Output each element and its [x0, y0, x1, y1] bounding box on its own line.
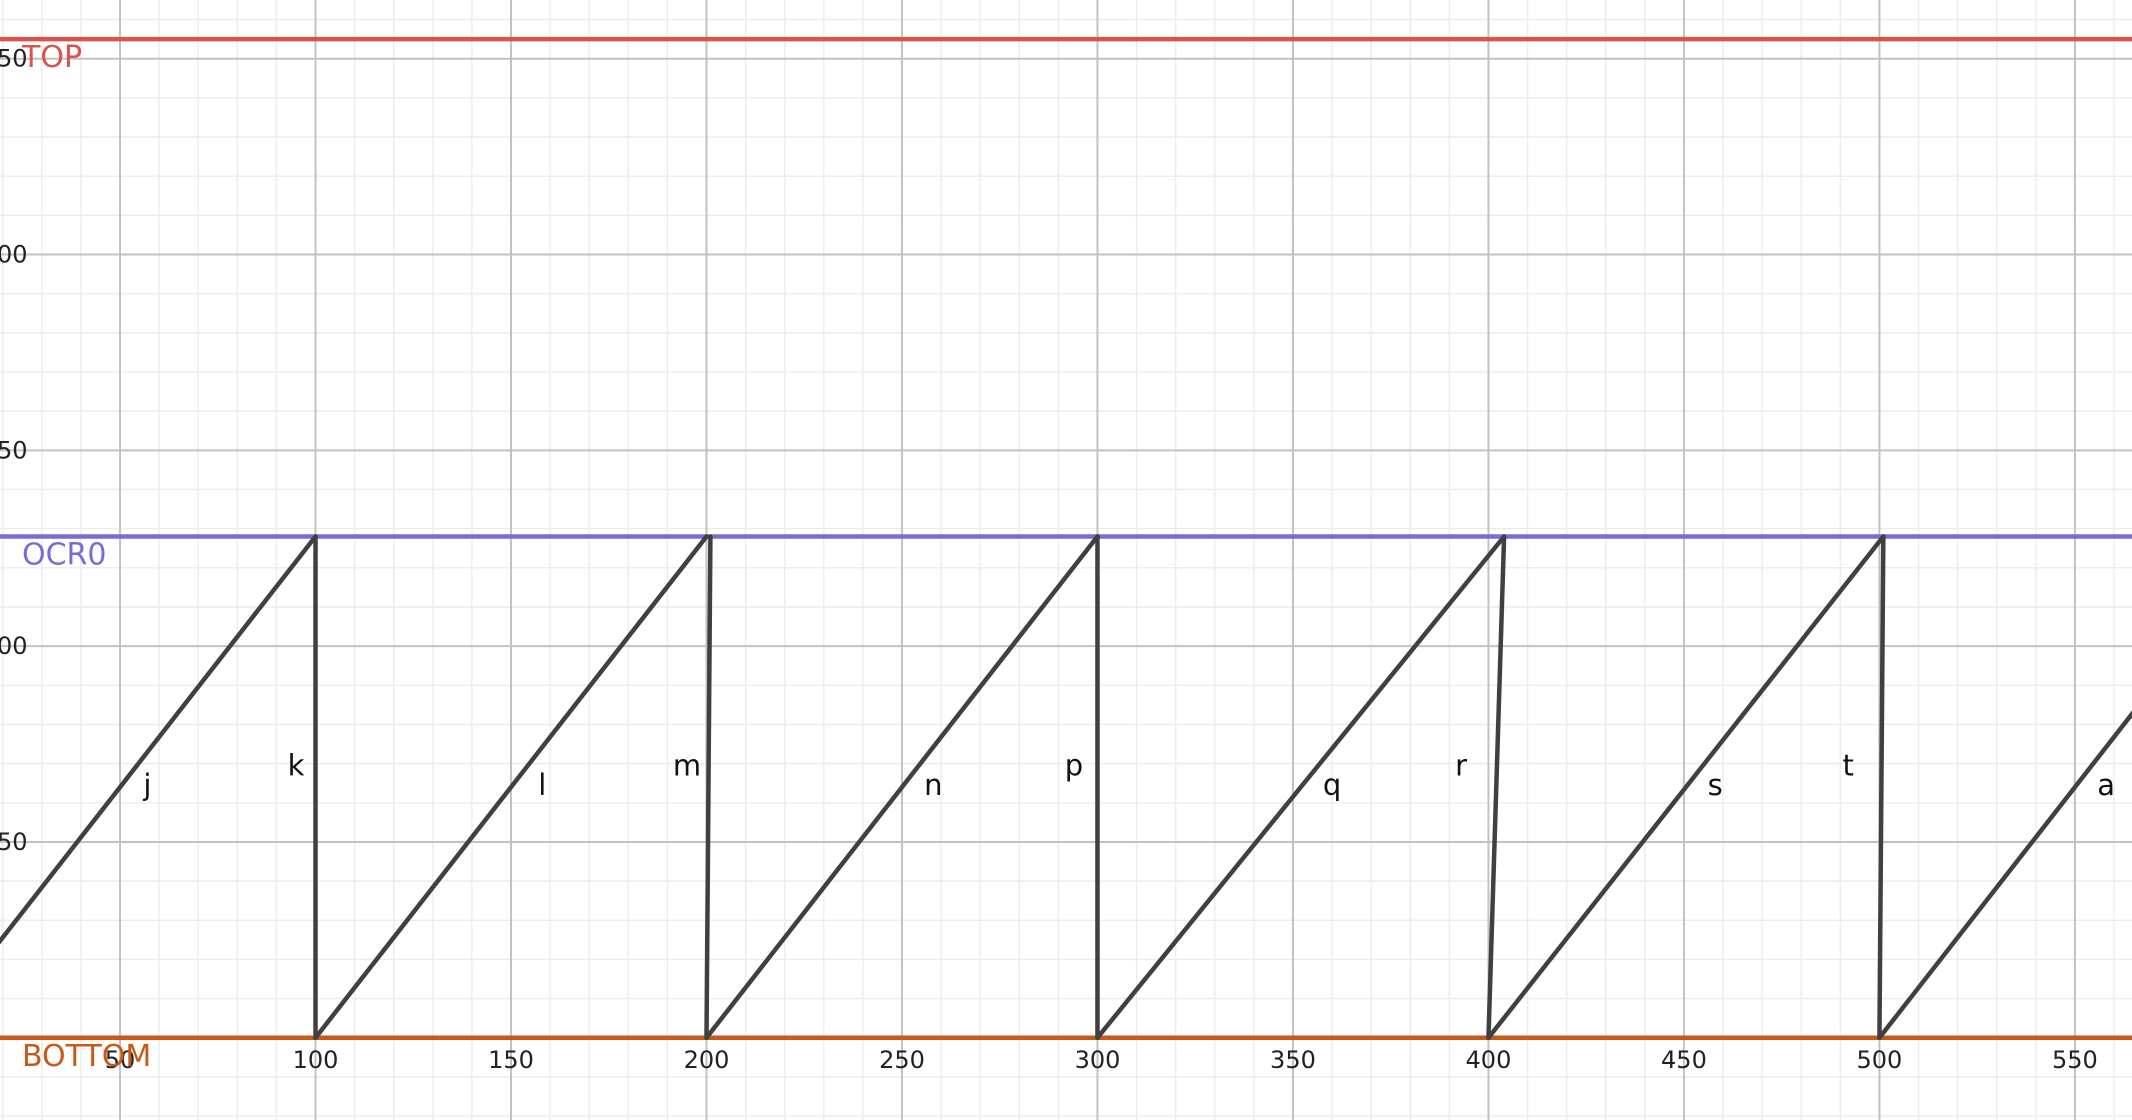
- segment-a: [1877, 710, 2132, 1041]
- x-tick-label: 200: [684, 1046, 730, 1074]
- segment-label-a: a: [2097, 768, 2115, 802]
- y-tick-label: 50: [0, 436, 28, 464]
- x-tick-label: 350: [1270, 1046, 1316, 1074]
- label-ocr0: OCR0: [22, 538, 107, 573]
- segment-t: [1877, 534, 1886, 1041]
- segment-n: [704, 534, 1100, 1041]
- x-tick-label: 450: [1661, 1046, 1707, 1074]
- segment-r: [1486, 534, 1507, 1041]
- segment-label-r: r: [1455, 748, 1467, 782]
- segment-l: [313, 534, 709, 1041]
- x-tick-label: 550: [2052, 1046, 2098, 1074]
- segment-label-m: m: [673, 748, 701, 782]
- y-tick-label: 50: [0, 45, 28, 73]
- segment-label-s: s: [1708, 768, 1723, 802]
- label-top: TOP: [21, 40, 82, 75]
- segment-m: [704, 534, 713, 1041]
- x-tick-label: 250: [879, 1046, 925, 1074]
- x-tick-label: 300: [1075, 1046, 1121, 1074]
- x-tick-label: 50: [105, 1046, 136, 1074]
- chart-labels: 50 100 150 200 250 300 350 400 450 500 550 50 00 50 00…: [0, 40, 2115, 1074]
- y-tick-label: 00: [0, 632, 28, 660]
- segment-label-n: n: [924, 768, 942, 802]
- horizontal-reference-lines: [0, 36, 2132, 1041]
- segment-label-j: j: [142, 768, 151, 802]
- segment-label-q: q: [1323, 768, 1341, 802]
- segment-q: [1095, 534, 1507, 1041]
- segment-label-l: l: [538, 768, 546, 802]
- segment-j: [0, 534, 318, 945]
- x-tick-label: 100: [293, 1046, 339, 1074]
- x-tick-label: 400: [1466, 1046, 1512, 1074]
- segment-label-t: t: [1842, 748, 1853, 782]
- segment-s: [1486, 534, 1886, 1041]
- label-bottom: BOTTOM: [22, 1039, 151, 1074]
- segment-label-p: p: [1065, 748, 1083, 782]
- x-tick-label: 500: [1857, 1046, 1903, 1074]
- segment-label-k: k: [288, 748, 305, 782]
- x-tick-label: 150: [488, 1046, 534, 1074]
- y-tick-label: 50: [0, 828, 28, 856]
- sawtooth-series: [0, 534, 2132, 1041]
- y-tick-label: 00: [0, 241, 28, 269]
